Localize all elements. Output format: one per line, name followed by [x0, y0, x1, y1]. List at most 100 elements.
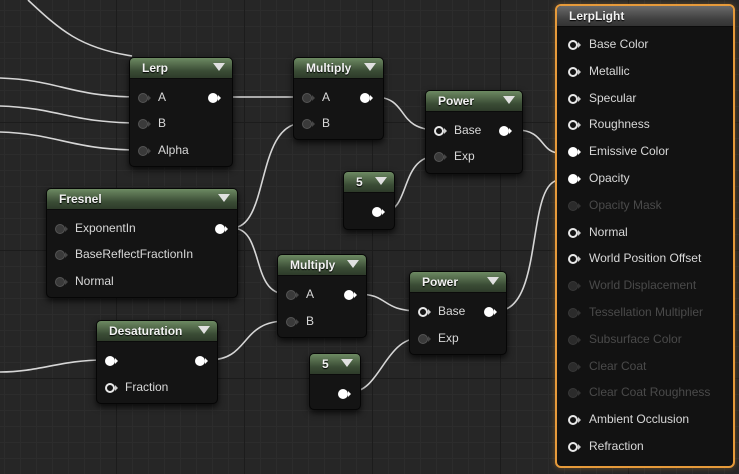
desaturation-node-title: Desaturation — [109, 324, 183, 338]
wire-offscreen-top — [27, 0, 133, 57]
multiply1-input-b-pin[interactable] — [302, 119, 315, 129]
material-input-label: Roughness — [589, 117, 650, 131]
material-result-header[interactable]: LerpLight — [557, 6, 733, 27]
collapse-arrow-icon[interactable] — [487, 277, 499, 285]
fresnel-input-normal-label: Normal — [75, 274, 114, 288]
multiply1-output-pin[interactable] — [360, 93, 373, 103]
power2-input-base-pin[interactable] — [418, 307, 431, 317]
multiply2-input-a-pin[interactable] — [286, 290, 299, 300]
collapse-arrow-icon[interactable] — [364, 63, 376, 71]
fresnel-output-pin[interactable] — [215, 224, 228, 234]
material-input-label: Specular — [589, 91, 637, 105]
multiply2-output-pin[interactable] — [344, 290, 357, 300]
desaturation-output-pin[interactable] — [195, 356, 208, 366]
wire-offscreen-to-lerp-b — [0, 105, 142, 124]
material-input-label: Emissive Color — [589, 144, 670, 158]
lerp-output-pin[interactable] — [208, 93, 221, 103]
material-input-label: Metallic — [589, 64, 630, 78]
desaturation-node-header[interactable]: Desaturation — [97, 321, 217, 342]
power-node-1-header[interactable]: Power — [426, 91, 522, 112]
material-input-pin[interactable] — [568, 415, 581, 425]
power-node-1[interactable]: Power Base Exp — [425, 90, 523, 174]
material-input-pin — [568, 388, 581, 398]
power1-input-exp-label: Exp — [454, 149, 475, 163]
multiply2-input-b-pin[interactable] — [286, 317, 299, 327]
power1-output-pin[interactable] — [499, 126, 512, 136]
power1-input-exp-pin[interactable] — [434, 152, 447, 162]
fresnel-input-exponentin-label: ExponentIn — [75, 221, 136, 235]
power2-input-exp-pin[interactable] — [418, 334, 431, 344]
power-node-2-title: Power — [422, 275, 459, 289]
multiply-node-1[interactable]: Multiply A B — [293, 57, 384, 140]
material-input-pin[interactable] — [568, 120, 581, 130]
material-input-label: Clear Coat — [589, 359, 647, 373]
lerp-input-a-pin[interactable] — [138, 93, 151, 103]
power2-input-exp-label: Exp — [438, 331, 459, 345]
power2-output-pin[interactable] — [484, 307, 497, 317]
constant-node-1-header[interactable]: 5 — [344, 172, 394, 193]
material-input-pin — [568, 281, 581, 291]
fresnel-input-normal-pin[interactable] — [55, 277, 68, 287]
fresnel-node-title: Fresnel — [59, 192, 102, 206]
fresnel-input-basereflect-pin[interactable] — [55, 250, 68, 260]
collapse-arrow-icon[interactable] — [375, 177, 387, 185]
multiply-node-2-header[interactable]: Multiply — [278, 255, 366, 276]
lerp-node-header[interactable]: Lerp — [130, 58, 232, 79]
multiply-node-2[interactable]: Multiply A B — [277, 254, 367, 338]
material-input-label: Ambient Occlusion — [589, 412, 690, 426]
material-input-label: World Position Offset — [589, 251, 702, 265]
lerp-input-alpha-pin[interactable] — [138, 146, 151, 156]
desaturation-input-pin[interactable] — [105, 356, 118, 366]
multiply2-input-a-label: A — [306, 287, 315, 301]
power1-input-base-pin[interactable] — [434, 126, 447, 136]
desaturation-input-fraction-pin[interactable] — [105, 383, 118, 393]
multiply-node-1-header[interactable]: Multiply — [294, 58, 383, 79]
multiply1-input-a-pin[interactable] — [302, 93, 315, 103]
lerp-node[interactable]: Lerp A B Alpha — [129, 57, 233, 167]
constant-node-1-value: 5 — [356, 175, 363, 189]
material-input-label: Tessellation Multiplier — [589, 305, 704, 319]
collapse-arrow-icon[interactable] — [347, 260, 359, 268]
material-input-pin[interactable] — [568, 228, 581, 238]
material-input-label: Base Color — [589, 37, 649, 51]
constant-node-2[interactable]: 5 — [309, 353, 361, 410]
material-input-pin[interactable] — [568, 67, 581, 77]
material-input-pin[interactable] — [568, 442, 581, 452]
material-input-label: Opacity — [589, 171, 630, 185]
desaturation-node[interactable]: Desaturation Fraction — [96, 320, 218, 404]
wire-offscreen-to-lerp-a — [0, 77, 142, 98]
power2-input-base-label: Base — [438, 304, 466, 318]
collapse-arrow-icon[interactable] — [198, 326, 210, 334]
collapse-arrow-icon[interactable] — [341, 359, 353, 367]
fresnel-input-exponentin-pin[interactable] — [55, 224, 68, 234]
lerp-input-b-pin[interactable] — [138, 119, 151, 129]
lerp-input-alpha-label: Alpha — [158, 143, 189, 157]
constant-node-1[interactable]: 5 — [343, 171, 395, 230]
collapse-arrow-icon[interactable] — [503, 96, 515, 104]
power-node-1-title: Power — [438, 94, 475, 108]
constant1-output-pin[interactable] — [372, 207, 385, 217]
material-input-pin[interactable] — [568, 254, 581, 264]
constant2-output-pin[interactable] — [338, 389, 351, 399]
power-node-2-header[interactable]: Power — [410, 272, 506, 293]
material-input-label: Refraction — [589, 439, 644, 453]
material-input-pin[interactable] — [568, 147, 581, 157]
collapse-arrow-icon[interactable] — [218, 194, 230, 202]
material-input-pin[interactable] — [568, 40, 581, 50]
multiply2-input-b-label: B — [306, 314, 315, 328]
material-input-pin[interactable] — [568, 174, 581, 184]
power-node-2[interactable]: Power Base Exp — [409, 271, 507, 355]
material-input-pin[interactable] — [568, 94, 581, 104]
fresnel-node[interactable]: Fresnel ExponentIn BaseReflectFractionIn… — [46, 188, 238, 298]
fresnel-node-header[interactable]: Fresnel — [47, 189, 237, 210]
constant-node-2-header[interactable]: 5 — [310, 354, 360, 375]
multiply-node-1-title: Multiply — [306, 61, 352, 75]
material-input-label: Subsurface Color — [589, 332, 682, 346]
collapse-arrow-icon[interactable] — [213, 63, 225, 71]
wire-offscreen-to-lerp-alpha — [0, 131, 142, 151]
wire-desaturation-to-multiply2 — [208, 320, 287, 361]
multiply-node-2-title: Multiply — [290, 258, 336, 272]
wire-fresnel-to-multiply1 — [231, 122, 304, 229]
